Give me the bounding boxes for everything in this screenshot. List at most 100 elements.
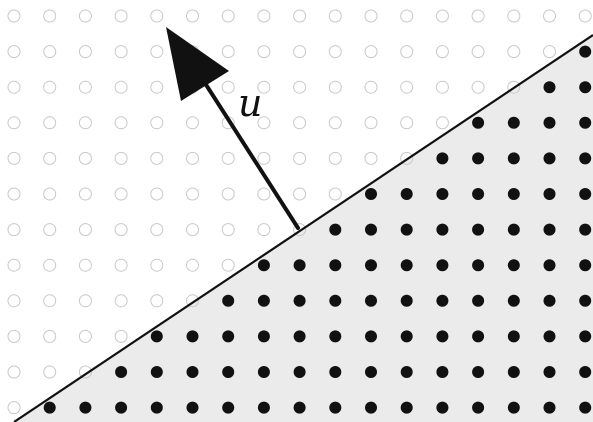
lattice-point-outside <box>435 45 449 59</box>
lattice-point-outside <box>150 80 164 94</box>
lattice-point-outside <box>328 80 342 94</box>
lattice-point-outside <box>78 9 92 23</box>
lattice-point-outside <box>7 365 21 379</box>
lattice-point-inside <box>507 366 520 378</box>
lattice-point-outside <box>150 151 164 165</box>
lattice-point-inside <box>257 330 270 343</box>
lattice-point-outside <box>7 258 21 272</box>
lattice-point-outside <box>78 223 92 237</box>
lattice-point-outside <box>114 80 128 94</box>
lattice-point-outside <box>114 187 128 201</box>
lattice-point-inside <box>400 401 413 414</box>
lattice-point-outside <box>7 187 21 201</box>
lattice-point-outside <box>43 258 57 272</box>
lattice-point-outside <box>435 80 449 94</box>
lattice-point-outside <box>78 365 92 379</box>
lattice-point-inside <box>472 223 485 236</box>
lattice-point-inside <box>329 401 342 414</box>
lattice-point-outside <box>328 151 342 165</box>
lattice-point-inside <box>293 259 306 272</box>
lattice-point-inside <box>507 294 520 307</box>
arrow-head <box>166 27 229 101</box>
lattice-point-inside <box>115 401 128 414</box>
lattice-point-outside <box>114 223 128 237</box>
lattice-point-outside <box>186 9 199 23</box>
lattice-point-outside <box>435 116 449 130</box>
lattice-point-outside <box>114 45 128 59</box>
lattice-point-outside <box>7 80 21 94</box>
lattice-point-inside <box>472 401 485 414</box>
lattice-point-outside <box>293 223 307 237</box>
lattice-point-inside <box>472 116 485 129</box>
lattice-point-outside <box>507 45 521 59</box>
lattice-point-inside <box>293 294 306 307</box>
lattice-point-outside <box>364 9 378 23</box>
lattice-point-outside <box>400 116 414 130</box>
lattice-point-outside <box>43 9 57 23</box>
lattice-point-outside <box>328 116 342 130</box>
lattice-point-outside <box>543 9 556 23</box>
lattice-point-inside <box>79 401 92 414</box>
lattice-point-outside <box>43 45 57 59</box>
lattice-point-outside <box>43 329 57 343</box>
lattice-point-inside <box>579 188 592 200</box>
lattice-point-inside <box>472 259 485 272</box>
lattice-point-outside <box>364 80 378 94</box>
lattice-point-outside <box>293 9 307 23</box>
lattice-point-outside <box>114 258 128 272</box>
lattice-point-outside <box>78 80 92 94</box>
lattice-point-outside <box>186 116 199 130</box>
lattice-point-outside <box>186 294 199 308</box>
lattice-point-outside <box>186 223 199 237</box>
lattice-point-outside <box>543 45 556 59</box>
lattice-point-outside <box>43 80 57 94</box>
lattice-point-inside <box>365 223 377 236</box>
lattice-point-outside <box>7 294 21 308</box>
lattice-point-inside <box>257 366 270 378</box>
lattice-point-outside <box>578 9 592 23</box>
lattice-point-inside <box>329 330 342 343</box>
lattice-point-inside <box>400 259 413 272</box>
lattice-point-outside <box>150 223 164 237</box>
lattice-point-outside <box>150 9 164 23</box>
lattice-point-outside <box>150 187 164 201</box>
lattice-point-inside <box>507 152 520 165</box>
lattice-point-outside <box>114 116 128 130</box>
lattice-point-inside <box>579 81 592 94</box>
lattice-point-inside <box>543 81 556 94</box>
lattice-point-inside <box>472 188 485 200</box>
lattice-point-inside <box>400 223 413 236</box>
normal-vector-arrow <box>166 27 300 230</box>
lattice-point-outside <box>400 80 414 94</box>
lattice-point-inside <box>543 294 556 307</box>
lattice-point-inside <box>43 401 56 414</box>
lattice-point-inside <box>436 223 449 236</box>
lattice-point-outside <box>471 45 485 59</box>
lattice-point-inside <box>400 330 413 343</box>
lattice-point-inside <box>543 259 556 272</box>
lattice-point-inside <box>507 330 520 343</box>
lattice-point-outside <box>257 223 271 237</box>
lattice-point-inside <box>293 401 306 414</box>
lattice-point-outside <box>114 151 128 165</box>
lattice-point-outside <box>293 45 307 59</box>
lattice-point-inside <box>472 366 485 378</box>
lattice-point-inside <box>579 366 592 378</box>
lattice-point-inside <box>257 401 270 414</box>
lattice-point-outside <box>221 45 235 59</box>
arrow-shaft <box>192 64 300 230</box>
lattice-point-outside <box>114 329 128 343</box>
lattice-point-outside <box>7 223 21 237</box>
lattice-point-inside <box>293 330 306 343</box>
lattice-point-inside <box>257 294 270 307</box>
lattice-point-inside <box>543 152 556 165</box>
lattice-point-outside <box>435 9 449 23</box>
lattice-point-inside <box>579 45 592 58</box>
lattice-point-inside <box>472 294 485 307</box>
lattice-point-inside <box>365 401 377 414</box>
lattice-point-inside <box>543 116 556 129</box>
lattice-point-outside <box>364 45 378 59</box>
lattice-point-outside <box>221 187 235 201</box>
lattice-point-outside <box>186 151 199 165</box>
